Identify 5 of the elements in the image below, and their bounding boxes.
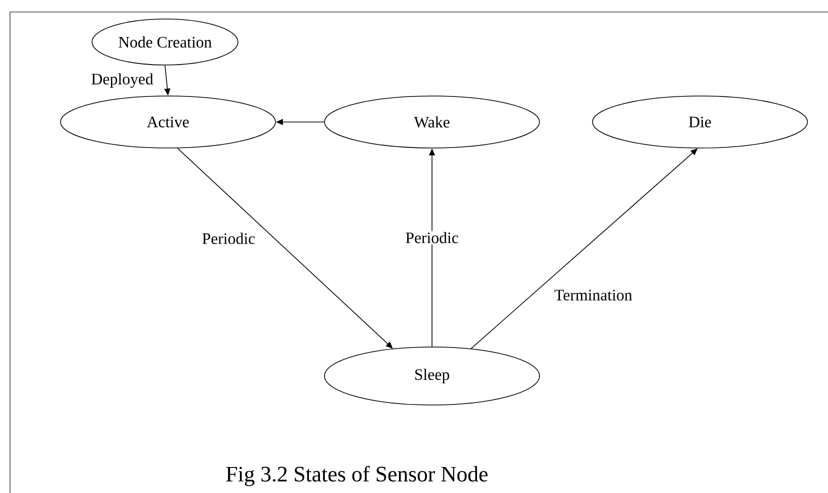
edge-label: Periodic [404, 230, 460, 244]
edge-label: Deployed [90, 72, 154, 89]
caption: Fig 3.2 States of Sensor Node [226, 466, 488, 486]
edge-label: Termination [553, 288, 634, 302]
edge-label: Periodic [200, 232, 256, 246]
